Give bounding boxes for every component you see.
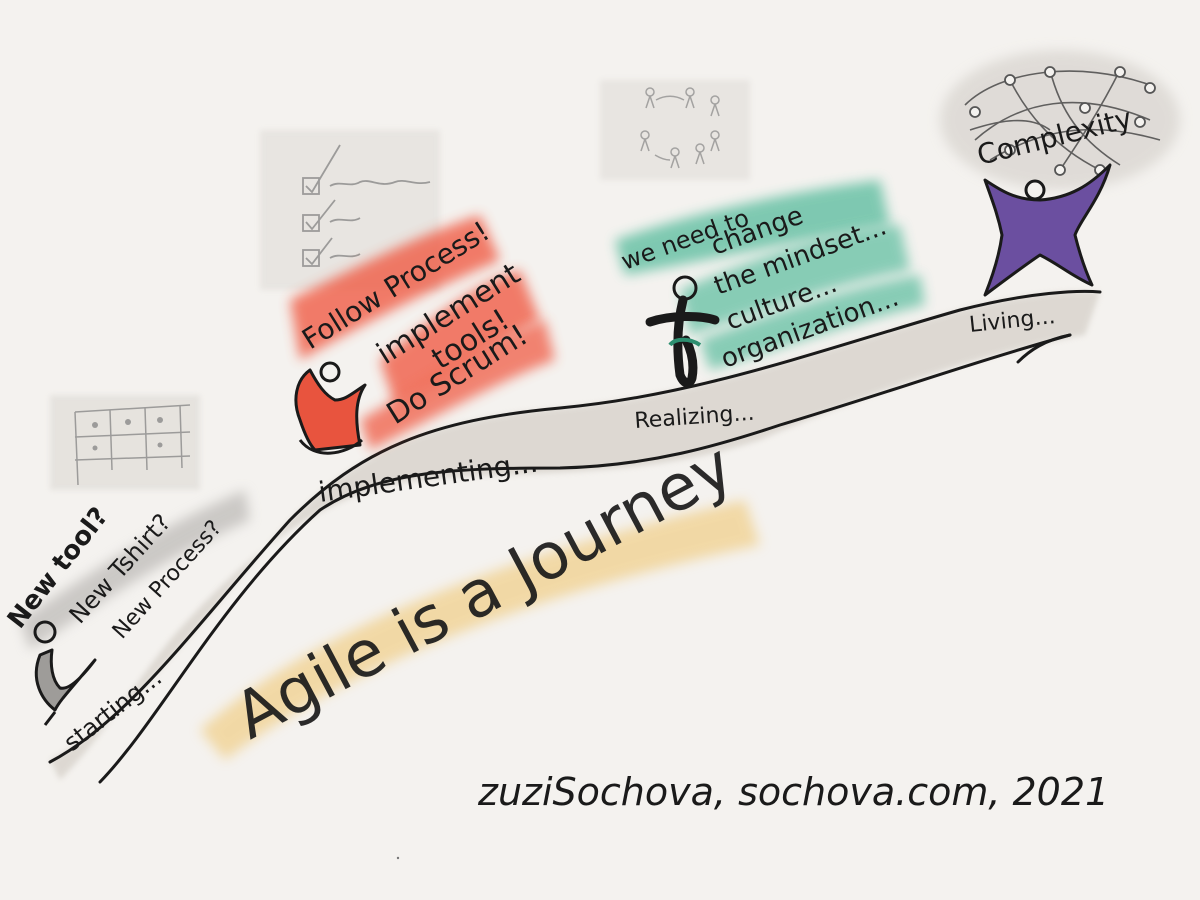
stage-label-starting: starting...: [58, 663, 167, 756]
grid-sketch-icon: [50, 395, 200, 490]
ink-dot: [396, 856, 400, 860]
stage-living: Complexity Living...: [940, 50, 1180, 338]
people-network-sketch-icon: [600, 80, 750, 180]
realizing-person-icon: [645, 275, 720, 388]
living-star-person-icon: [983, 163, 1112, 297]
stage-implementing: Follow Process! implement tools! Do Scru…: [260, 130, 555, 509]
stage-starting: New tool? New Tshirt? New Process? start…: [2, 395, 250, 757]
journey-road: [48, 289, 1102, 784]
implementing-person-icon: [294, 361, 367, 455]
author-credit: zuziSochova, sochova.com, 2021: [477, 770, 1109, 814]
title-highlight: [200, 500, 760, 760]
starting-person-icon: [33, 620, 97, 726]
complexity-network-icon: [940, 50, 1180, 190]
